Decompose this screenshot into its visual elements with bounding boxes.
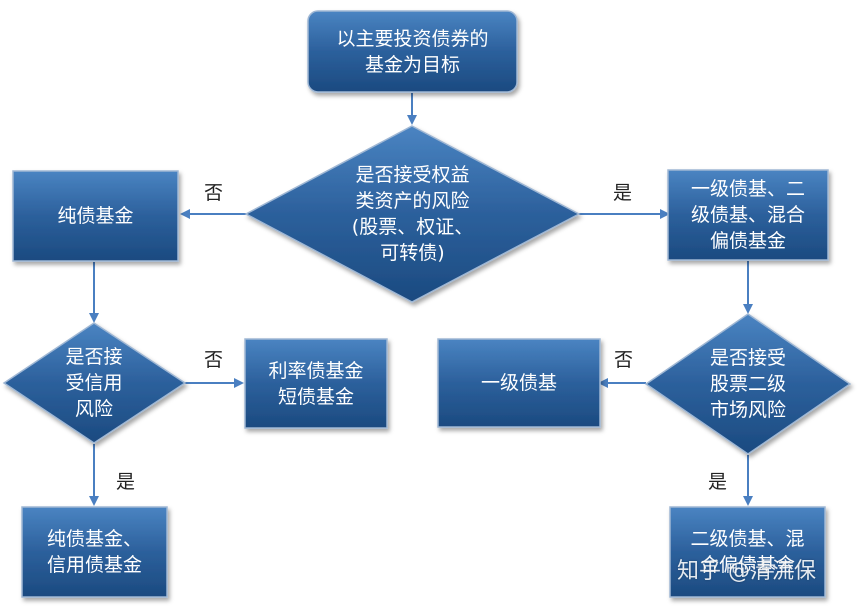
node-label-line: 一级债基 xyxy=(480,372,557,394)
node-label-line: 短债基金 xyxy=(277,385,354,408)
node-label-line: 类资产的风险 xyxy=(355,190,470,212)
node-label-line: 信用债基金 xyxy=(46,554,142,576)
node-label-line: 纯债基金、 xyxy=(46,528,142,550)
node-label-line: 受信用 xyxy=(65,372,123,394)
node-label-line: 可转债) xyxy=(380,242,445,264)
node-pure-credit: 纯债基金、信用债基金 xyxy=(22,507,167,597)
node-label-line: 利率债基金 xyxy=(268,359,364,382)
node-secondary-mixed: 二级债基、混合偏债基金 xyxy=(670,507,825,597)
node-label-line: 市场风险 xyxy=(709,399,786,421)
node-goal-box xyxy=(307,10,518,93)
edge-label-yes-pure-credit: 是 xyxy=(116,471,136,493)
node-label-line: 风险 xyxy=(74,398,113,420)
node-label-line: 一级债基、二 xyxy=(690,178,805,200)
node-mixed-bond: 一级债基、二级债基、混合偏债基金 xyxy=(668,170,828,260)
node-primary-box xyxy=(437,338,601,428)
node-label-line: 二级债基、混 xyxy=(690,528,805,550)
edge-label-no-pure-bond: 否 xyxy=(204,182,224,204)
watermark: 知乎 @清流保 xyxy=(677,559,816,584)
node-label-line: 级债基、混合 xyxy=(690,204,805,226)
node-label-line: 基金为目标 xyxy=(364,53,460,76)
node-goal: 以主要投资债券的基金为目标 xyxy=(308,11,517,92)
node-q-equity-diamond xyxy=(244,125,581,303)
node-label-line: 是否接 xyxy=(65,346,123,368)
node-pure-bond-box xyxy=(12,170,179,262)
node-label-line: 是否接受权益 xyxy=(355,164,470,186)
node-primary: 一级债基 xyxy=(438,339,600,427)
node-pure-credit-box xyxy=(21,506,168,598)
node-label-line: (股票、权证、 xyxy=(351,216,474,238)
node-label-line: 偏债基金 xyxy=(709,230,786,252)
edge-label-no-primary: 否 xyxy=(614,349,634,371)
node-rate-short: 利率债基金短债基金 xyxy=(245,339,387,428)
node-mixed-bond-box xyxy=(667,169,829,261)
node-label-line: 纯债基金 xyxy=(57,205,134,227)
node-secondary-mixed-box xyxy=(669,506,826,598)
edge-label-yes-mixed-bond: 是 xyxy=(613,182,633,204)
node-label-line: 合偏债基金 xyxy=(699,554,795,576)
node-pure-bond: 纯债基金 xyxy=(13,171,178,261)
edge-label-no-rate-short: 否 xyxy=(204,349,224,371)
edge-label-yes-secondary-mixed: 是 xyxy=(708,471,728,493)
node-q-secondary: 是否接受股票二级市场风险 xyxy=(686,314,810,454)
node-label-line: 股票二级 xyxy=(709,373,786,395)
node-label-line: 是否接受 xyxy=(709,347,786,369)
node-rate-short-box xyxy=(244,338,388,429)
node-q-equity: 是否接受权益类资产的风险 (股票、权证、可转债) xyxy=(296,126,529,302)
node-label-line: 以主要投资债券的 xyxy=(336,27,489,50)
node-q-credit: 是否接受信用风险 xyxy=(34,323,154,443)
node-q-secondary-diamond xyxy=(644,313,852,455)
node-q-credit-diamond xyxy=(2,322,187,444)
